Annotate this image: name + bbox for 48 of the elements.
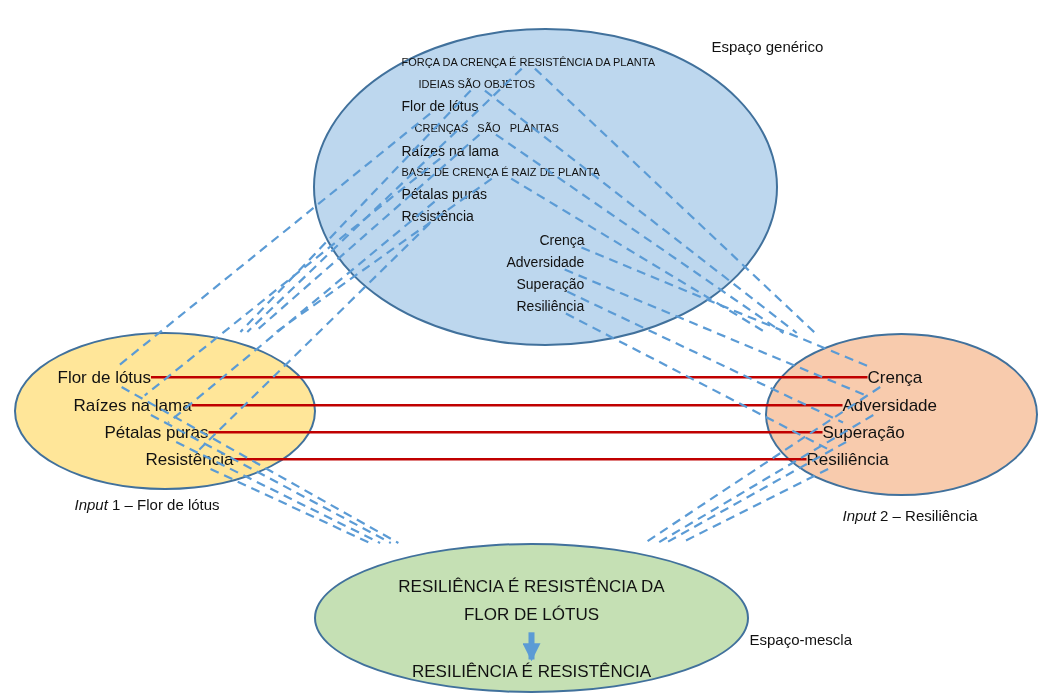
dashed-line — [121, 386, 399, 544]
space-title: Input 2 – Resiliência — [842, 506, 978, 524]
dashed-line — [644, 386, 881, 544]
concept-label: RESILIÊNCIA É RESISTÊNCIA DA FLOR DE LÓTUS — [386, 572, 677, 631]
concept-label: RESILIÊNCIA É RESISTÊNCIA — [412, 661, 651, 682]
dashed-line — [246, 67, 523, 333]
dashed-line — [210, 468, 371, 544]
concept-label: Flor de lótus — [57, 367, 152, 388]
concept-label: Superação — [822, 422, 905, 443]
dashed-line — [239, 89, 472, 333]
space-title: Input 1 – Flor de lótus — [74, 495, 220, 513]
concept-label: Superação — [516, 275, 585, 292]
concept-label: Flor de lótus — [401, 97, 479, 114]
concept-label: Raízes na lama — [401, 142, 499, 159]
dashed-line — [167, 200, 436, 424]
concept-label: FORÇA DA CRENÇA É RESISTÊNCIA DA PLANTA — [401, 56, 655, 69]
dashed-line — [565, 312, 830, 451]
mapping-line — [208, 431, 823, 434]
concept-label: Pétalas puras — [401, 185, 488, 202]
mapping-line — [151, 376, 868, 379]
dashed-line — [657, 414, 874, 544]
block-arrow — [522, 632, 541, 662]
concept-label: CRENÇAS SÃO PLANTAS — [414, 122, 559, 135]
dashed-line — [175, 441, 381, 544]
concept-label: Crença — [539, 231, 585, 248]
mapping-line — [233, 458, 807, 461]
dashed-line — [534, 67, 816, 334]
concept-label: Crença — [867, 367, 923, 388]
dashed-line — [484, 89, 798, 334]
concept-label: Resiliência — [516, 297, 585, 314]
dashed-line — [198, 222, 431, 451]
concept-label: Raízes na lama — [73, 395, 192, 416]
dashed-line — [495, 133, 785, 334]
dashed-line — [150, 414, 392, 544]
concept-label: Adversidade — [842, 395, 937, 416]
concept-label: IDEIAS SÃO OBJETOS — [418, 78, 536, 91]
concept-label: Resistência — [145, 449, 234, 470]
dashed-line — [564, 268, 867, 397]
concept-label: Adversidade — [506, 253, 585, 270]
concept-label: Resistência — [401, 207, 474, 224]
dashed-line — [665, 441, 847, 544]
dashed-line — [144, 157, 441, 397]
dashed-line — [566, 290, 844, 424]
space-title: Espaço genérico — [711, 37, 824, 55]
space-title: Espaço-mescla — [749, 630, 853, 648]
concept-label: Resiliência — [806, 449, 889, 470]
mapping-line — [191, 404, 843, 407]
dashed-line — [275, 177, 493, 333]
